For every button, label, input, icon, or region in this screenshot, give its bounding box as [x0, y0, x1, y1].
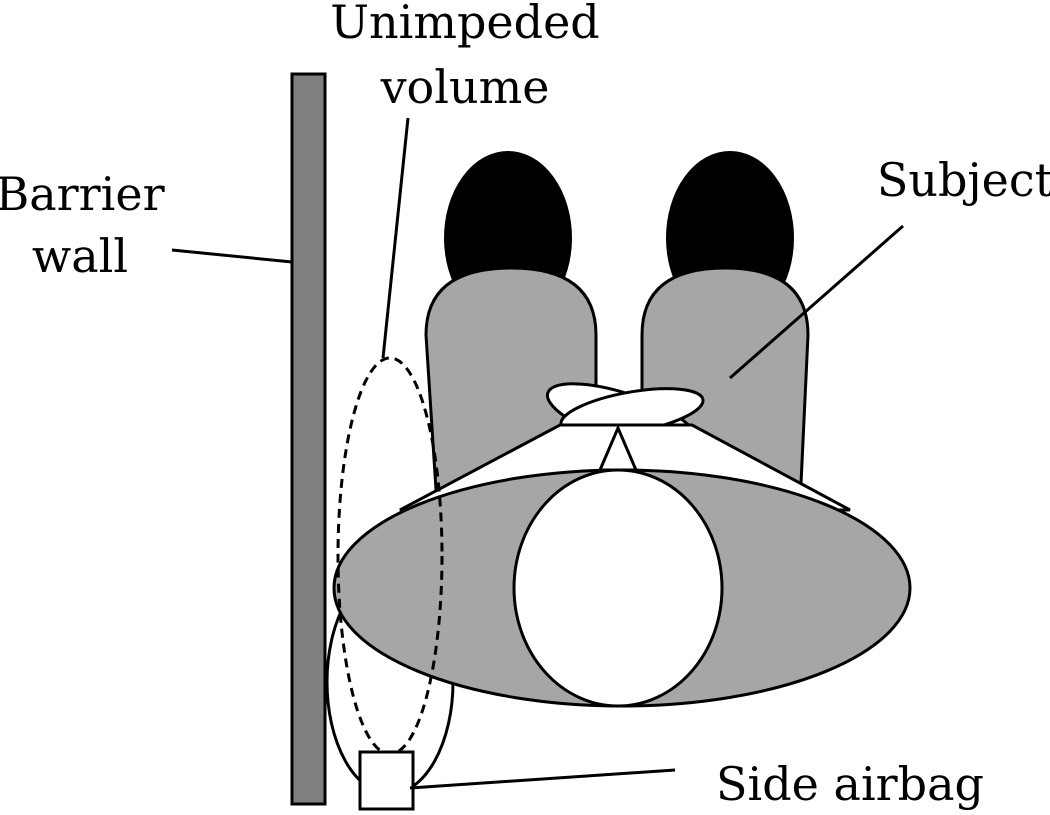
label-subject: Subject — [877, 153, 1050, 207]
subject-leader-line — [729, 224, 904, 380]
head — [512, 468, 724, 708]
label-side-airbag: Side airbag — [716, 757, 984, 811]
label-barrier-line2: wall — [32, 229, 128, 283]
label-unimpeded-line2: volume — [380, 60, 550, 114]
unimpeded-leader-line — [381, 117, 410, 359]
barrier-leader-line — [171, 248, 293, 264]
side-airbag-module — [358, 750, 415, 811]
airbag-leader-line — [409, 768, 676, 790]
label-unimpeded-line1: Unimpeded — [330, 0, 600, 49]
label-barrier-line1: Barrier — [0, 167, 165, 221]
barrier-wall — [290, 72, 327, 806]
